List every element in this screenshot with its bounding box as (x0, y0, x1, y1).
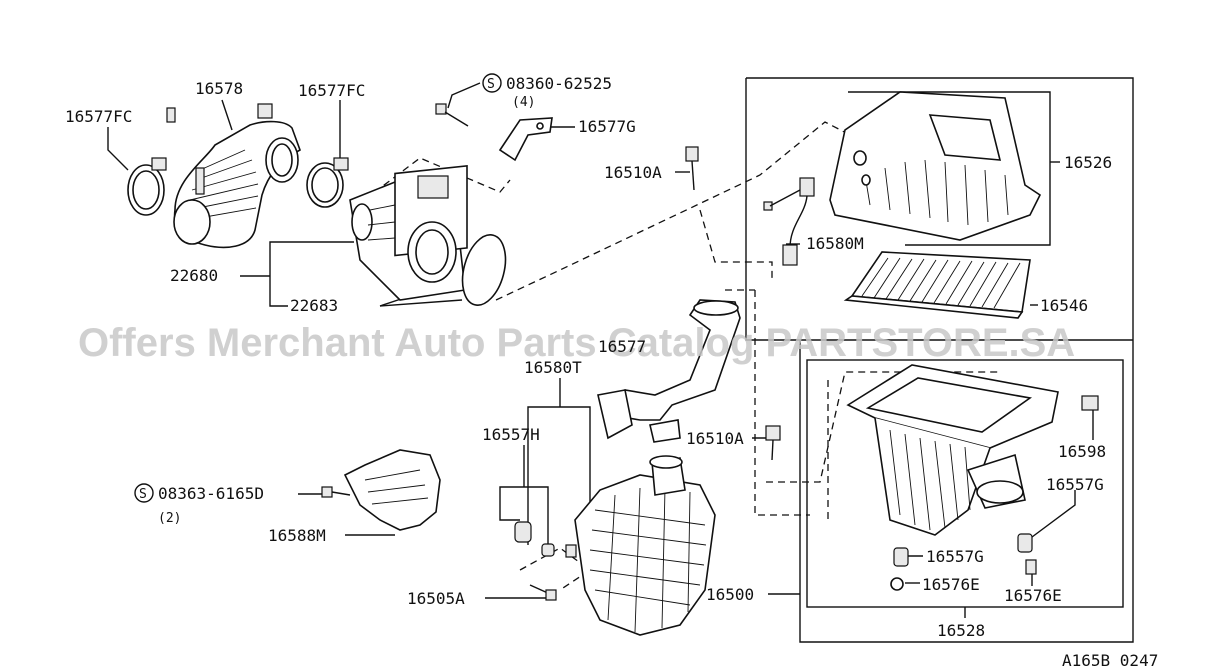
bracket-part (498, 117, 553, 162)
leader-lines (107, 77, 1134, 643)
label-08360-62525: 08360-62525 (506, 74, 612, 93)
label-16546: 16546 (1040, 296, 1088, 315)
hose-clamp-left-part (127, 157, 167, 216)
label-16510a-top: 16510A (604, 163, 662, 182)
s-symbol-icon-2 (134, 483, 154, 503)
footer-code: A165B 0247 (1062, 651, 1158, 670)
label-16557g-low: 16557G (926, 547, 984, 566)
s-symbol-icon (482, 73, 502, 93)
label-16580m: 16580M (806, 234, 864, 253)
airflow-meter-part (349, 165, 468, 301)
air-filter-element-part (843, 251, 1031, 319)
air-duct-elbow-part (166, 103, 301, 249)
label-08360-qty: (4) (512, 95, 535, 110)
label-16577fc-left: 16577FC (65, 107, 132, 126)
intake-duct-part (597, 299, 741, 440)
label-16557h: 16557H (482, 425, 540, 444)
label-16577fc-right: 16577FC (298, 81, 365, 100)
bolt-mid-part (765, 425, 781, 461)
label-16580t: 16580T (524, 358, 582, 377)
label-16578: 16578 (195, 79, 243, 98)
label-08363-qty: (2) (158, 511, 181, 526)
s-symbol-08363: S (139, 487, 147, 502)
hose-clamp-right-part (306, 157, 349, 208)
label-16557g-right: 16557G (1046, 475, 1104, 494)
bolt-part (435, 103, 469, 127)
resonator-part (565, 419, 716, 636)
air-cleaner-case-part (846, 364, 1099, 536)
gasket-part (461, 234, 507, 306)
label-16526: 16526 (1064, 153, 1112, 172)
label-16528: 16528 (937, 621, 985, 640)
grommet-h-part (514, 521, 555, 557)
bolt-top-part (685, 146, 699, 191)
s-symbol-08360: S (487, 77, 495, 92)
label-08363-6165d: 08363-6165D (158, 484, 264, 503)
label-16576e-left: 16576E (922, 575, 980, 594)
sensor-part (763, 177, 815, 266)
label-16577: 16577 (598, 337, 646, 356)
watermark-text: Offers Merchant Auto Parts Catalog PARTS… (78, 321, 1075, 365)
label-16500: 16500 (706, 585, 754, 604)
label-16577g: 16577G (578, 117, 636, 136)
label-16588m: 16588M (268, 526, 326, 545)
label-22680: 22680 (170, 266, 218, 285)
label-16576e-right: 16576E (1004, 586, 1062, 605)
label-16598: 16598 (1058, 442, 1106, 461)
part-labels: 16578 16577FC 16577FC S 08360-62525 (4) … (65, 73, 1158, 670)
label-16510a-mid: 16510A (686, 429, 744, 448)
mount-bracket-part (321, 449, 441, 531)
air-cleaner-cover-part (829, 91, 1042, 241)
bolt-bottom-part (529, 584, 557, 601)
label-22683: 22683 (290, 296, 338, 315)
grommet-part (890, 533, 1037, 591)
label-16505a: 16505A (407, 589, 465, 608)
